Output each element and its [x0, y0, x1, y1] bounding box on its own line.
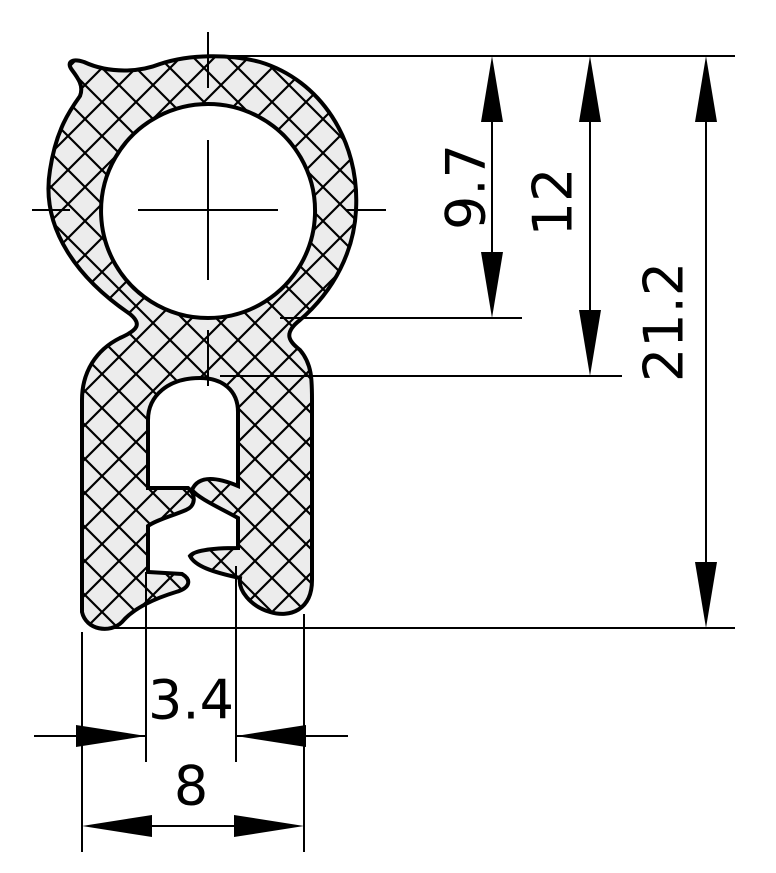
dimension-9-7: 9.7 [435, 56, 503, 318]
dimension-21-2: 21.2 [633, 56, 717, 628]
dimension-label-8: 8 [174, 755, 208, 818]
dimension-label-12: 12 [522, 168, 585, 237]
extension-lines [81, 55, 735, 852]
dimension-12: 12 [522, 56, 601, 376]
center-lines [32, 32, 386, 386]
dimension-label-9-7: 9.7 [435, 144, 498, 230]
seal-profile [46, 54, 359, 631]
dimension-8: 8 [82, 755, 304, 837]
dimension-label-21-2: 21.2 [633, 262, 696, 382]
profile-body [46, 54, 359, 631]
dimension-label-3-4: 3.4 [148, 669, 234, 732]
dimension-3-4: 3.4 [34, 669, 348, 747]
